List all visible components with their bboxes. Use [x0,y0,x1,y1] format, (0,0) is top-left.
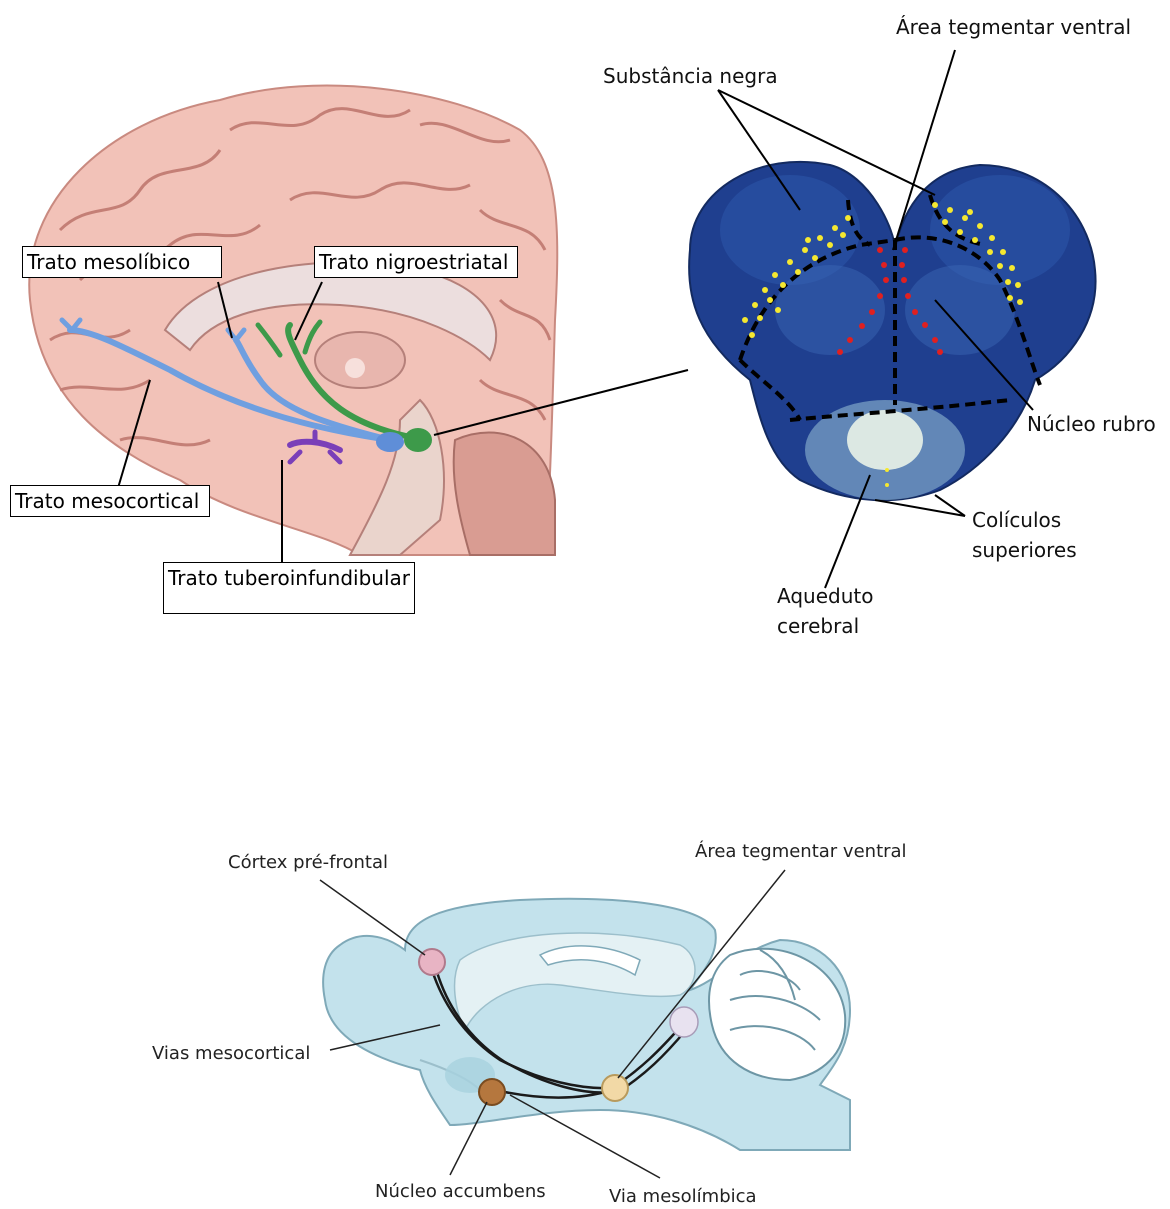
label-rat-area-tegmentar-ventral: Área tegmentar ventral [695,840,907,864]
label-trato-nigroestriatal: Trato nigroestriatal [314,246,518,278]
label-area-tegmentar-ventral: Área tegmentar ventral [896,12,1131,42]
label-trato-tuberoinfundibular: Trato tuberoinfundibular [163,562,415,614]
label-nucleo-rubro: Núcleo rubro [1027,409,1156,439]
substantia-nigra-blob [404,428,432,452]
label-substancia-negra: Substância negra [603,61,778,91]
label-via-mesolimbica: Via mesolímbica [609,1185,757,1209]
label-superiores: superiores [972,535,1077,565]
label-coliculos: Colículos [972,505,1061,535]
rat-brain-illustration [320,870,850,1178]
label-vias-mesocortical: Vias mesocortical [152,1042,310,1066]
vta-blob [376,432,404,452]
label-trato-mesolimbico: Trato mesolíbico [22,246,222,278]
label-aqueduto: Aqueduto [777,581,873,611]
label-cerebral: cerebral [777,611,859,641]
vta-node [602,1075,628,1101]
nucleus-accumbens-node [479,1079,505,1105]
label-cortex-pre-frontal: Córtex pré-frontal [228,851,388,875]
label-trato-mesocortical: Trato mesocortical [10,485,210,517]
label-nucleo-accumbens: Núcleo accumbens [375,1180,546,1204]
